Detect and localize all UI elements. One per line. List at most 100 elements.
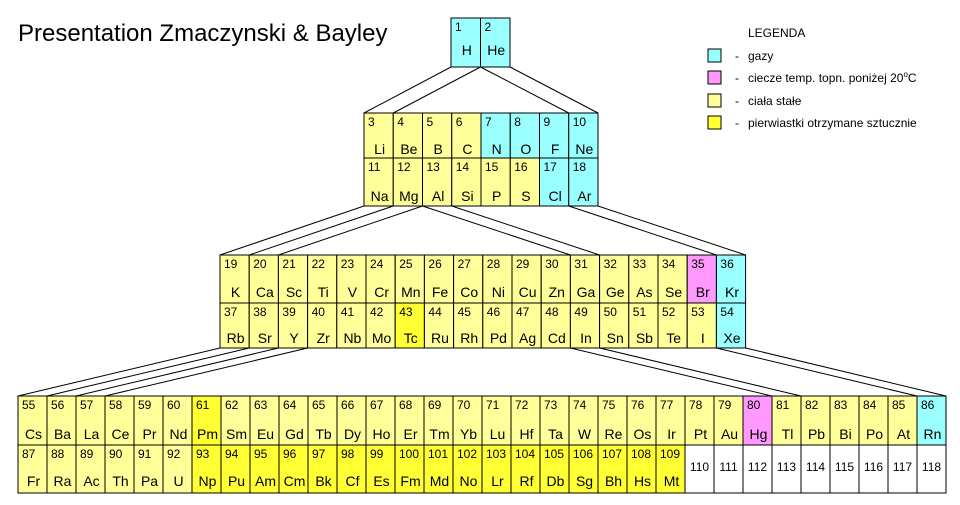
element-box bbox=[684, 395, 715, 446]
atomic-number: 63 bbox=[254, 398, 268, 412]
element-symbol: Es bbox=[373, 473, 389, 489]
atomic-number: 90 bbox=[109, 447, 123, 461]
element-symbol: S bbox=[521, 188, 530, 204]
element-symbol: Lu bbox=[490, 426, 506, 442]
connector-line bbox=[104, 347, 308, 397]
atomic-number: 88 bbox=[51, 447, 65, 461]
element-cell-116: 116 bbox=[858, 444, 889, 494]
element-symbol: Pt bbox=[694, 426, 707, 442]
element-symbol: N bbox=[492, 141, 502, 157]
connector-line bbox=[75, 347, 279, 397]
atomic-number: 105 bbox=[544, 447, 564, 461]
element-symbol: Mt bbox=[664, 473, 680, 489]
legend-swatch-gases bbox=[707, 48, 722, 63]
atomic-number: 32 bbox=[604, 257, 618, 271]
element-symbol: Br bbox=[696, 284, 710, 300]
element-box bbox=[742, 444, 773, 494]
element-symbol: Bh bbox=[605, 473, 622, 489]
atomic-number: 95 bbox=[254, 447, 268, 461]
atomic-number: 19 bbox=[224, 257, 238, 271]
element-box bbox=[394, 395, 425, 446]
element-box bbox=[540, 302, 571, 349]
element-symbol: H bbox=[462, 42, 472, 58]
element-symbol: Rf bbox=[520, 473, 534, 489]
element-box bbox=[539, 444, 570, 494]
atomic-number: 112 bbox=[748, 460, 767, 474]
element-symbol: Cu bbox=[519, 284, 537, 300]
element-symbol: At bbox=[897, 426, 910, 442]
element-symbol: Hf bbox=[520, 426, 534, 442]
connector-line bbox=[599, 347, 802, 397]
element-symbol: Rb bbox=[227, 330, 245, 346]
element-box bbox=[277, 302, 309, 349]
element-symbol: Sn bbox=[607, 330, 624, 346]
connector-line bbox=[219, 205, 365, 256]
element-symbol: Cr bbox=[374, 284, 389, 300]
connector-line bbox=[570, 347, 773, 397]
atomic-number: 106 bbox=[573, 447, 593, 461]
element-symbol: Cs bbox=[25, 426, 42, 442]
element-symbol: Zr bbox=[317, 330, 331, 346]
connector-line bbox=[249, 205, 394, 256]
atomic-number: 101 bbox=[428, 447, 448, 461]
element-box bbox=[481, 444, 512, 494]
element-box bbox=[75, 395, 106, 446]
legend-label-gases: gazy bbox=[748, 49, 773, 63]
element-box bbox=[220, 395, 251, 446]
element-symbol: Rh bbox=[460, 330, 478, 346]
atomic-number: 70 bbox=[457, 398, 471, 412]
legend-item-gases: - gazy bbox=[707, 48, 773, 63]
element-symbol: Sr bbox=[258, 330, 272, 346]
element-cell-B: 5B bbox=[422, 112, 453, 159]
element-symbol: Er bbox=[404, 426, 418, 442]
element-symbol: Gd bbox=[285, 426, 304, 442]
element-cell-115: 115 bbox=[829, 444, 860, 494]
connector-line bbox=[597, 205, 746, 256]
element-symbol: Rn bbox=[924, 426, 942, 442]
element-box bbox=[482, 302, 513, 349]
atomic-number: 115 bbox=[835, 460, 854, 474]
element-box bbox=[655, 444, 686, 494]
element-cell-117: 117 bbox=[887, 444, 918, 494]
legend-dash: - bbox=[735, 94, 739, 108]
element-symbol: Co bbox=[460, 284, 478, 300]
element-cell-P: 15P bbox=[480, 157, 511, 207]
element-cell-N: 7N bbox=[480, 112, 511, 159]
element-symbol: Nb bbox=[343, 330, 361, 346]
atomic-number: 52 bbox=[662, 305, 676, 319]
element-box bbox=[249, 395, 280, 446]
element-symbol: Th bbox=[112, 473, 128, 489]
element-symbol: Ho bbox=[373, 426, 391, 442]
legend-item-liquids: - ciecze temp. topn. poniżej 20oC bbox=[707, 70, 917, 85]
atomic-number: 108 bbox=[631, 447, 651, 461]
connector-line bbox=[716, 347, 918, 397]
atomic-number: 69 bbox=[428, 398, 442, 412]
atomic-number: 8 bbox=[514, 115, 521, 129]
atomic-number: 12 bbox=[397, 160, 411, 174]
atomic-number: 26 bbox=[428, 257, 442, 271]
atomic-number: 97 bbox=[312, 447, 326, 461]
atomic-number: 64 bbox=[283, 398, 297, 412]
legend-label-solids: ciała stałe bbox=[748, 94, 802, 108]
atomic-number: 47 bbox=[516, 305, 530, 319]
